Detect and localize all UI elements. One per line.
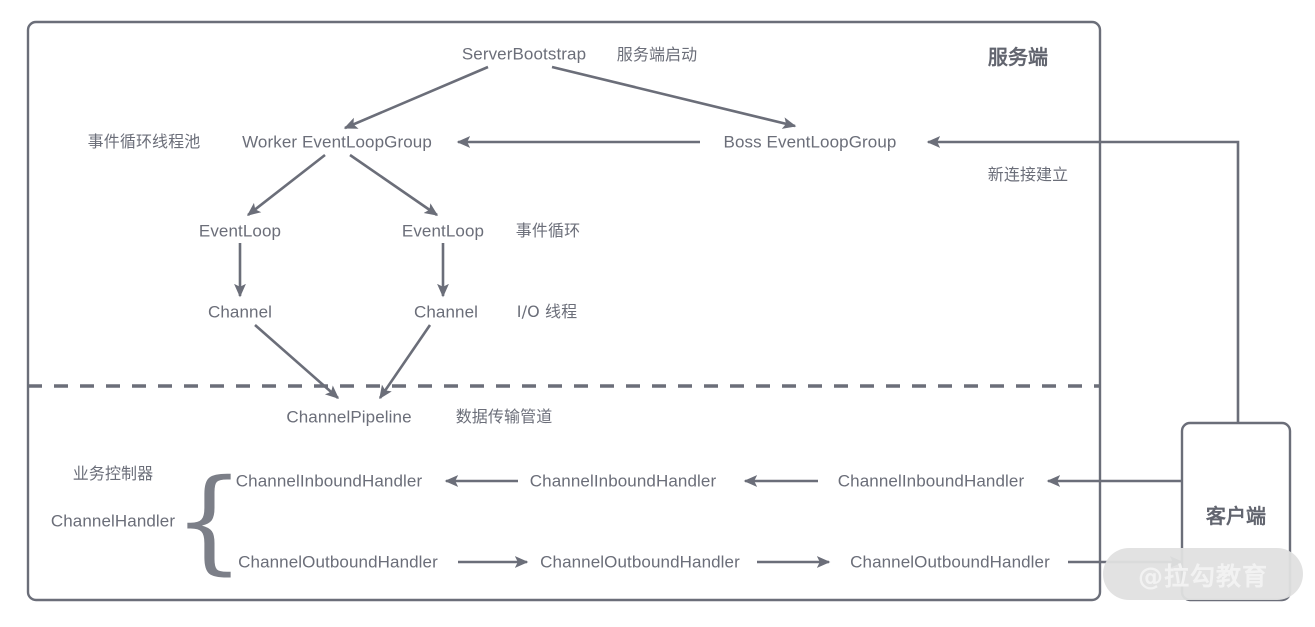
server-box-label: 服务端 — [987, 45, 1049, 69]
arrow-channel-right-to-pipeline — [378, 324, 432, 400]
note-new-connection: 新连接建立 — [987, 165, 1069, 184]
node-event-loop-left: EventLoop — [198, 221, 282, 241]
arrow-bootstrap-to-boss — [551, 65, 797, 129]
node-inbound-handler-1: ChannelInboundHandler — [235, 471, 423, 491]
node-channel-right: Channel — [413, 302, 479, 322]
node-inbound-handler-2: ChannelInboundHandler — [529, 471, 717, 491]
node-channel-pipeline: ChannelPipeline — [286, 407, 412, 427]
note-data-pipeline: 数据传输管道 — [455, 407, 553, 426]
note-business-controller: 业务控制器 — [72, 464, 154, 483]
note-event-loop: 事件循环 — [515, 221, 581, 240]
node-worker-event-loop-group: Worker EventLoopGroup — [242, 132, 432, 152]
channel-handler-brace: { — [173, 456, 245, 586]
node-inbound-handler-3: ChannelInboundHandler — [837, 471, 1025, 491]
node-event-loop-right: EventLoop — [401, 221, 485, 241]
arrow-client-to-boss — [926, 136, 1240, 423]
client-box-outline — [1180, 421, 1292, 602]
node-boss-event-loop-group: Boss EventLoopGroup — [723, 132, 897, 152]
client-box-label: 客户端 — [1205, 504, 1267, 528]
node-server-bootstrap: ServerBootstrap — [461, 44, 587, 64]
node-channel-handler: ChannelHandler — [50, 511, 176, 531]
note-io-thread: I/O 线程 — [516, 302, 578, 321]
node-outbound-handler-1: ChannelOutboundHandler — [238, 552, 438, 572]
arrow-worker-to-eventloop-right — [349, 153, 439, 217]
node-channel-left: Channel — [207, 302, 273, 322]
node-outbound-handler-3: ChannelOutboundHandler — [850, 552, 1050, 572]
note-server-bootstrap: 服务端启动 — [616, 45, 698, 64]
watermark-pill — [1103, 548, 1303, 600]
arrow-channel-left-to-pipeline — [254, 324, 340, 399]
note-event-loop-thread-pool: 事件循环线程池 — [87, 132, 201, 151]
server-box-outline — [26, 20, 1102, 602]
arrow-bootstrap-to-worker — [343, 65, 489, 130]
arrow-worker-to-eventloop-left — [246, 153, 326, 217]
node-outbound-handler-2: ChannelOutboundHandler — [540, 552, 740, 572]
watermark-label: @拉勾教育 — [1137, 562, 1269, 591]
